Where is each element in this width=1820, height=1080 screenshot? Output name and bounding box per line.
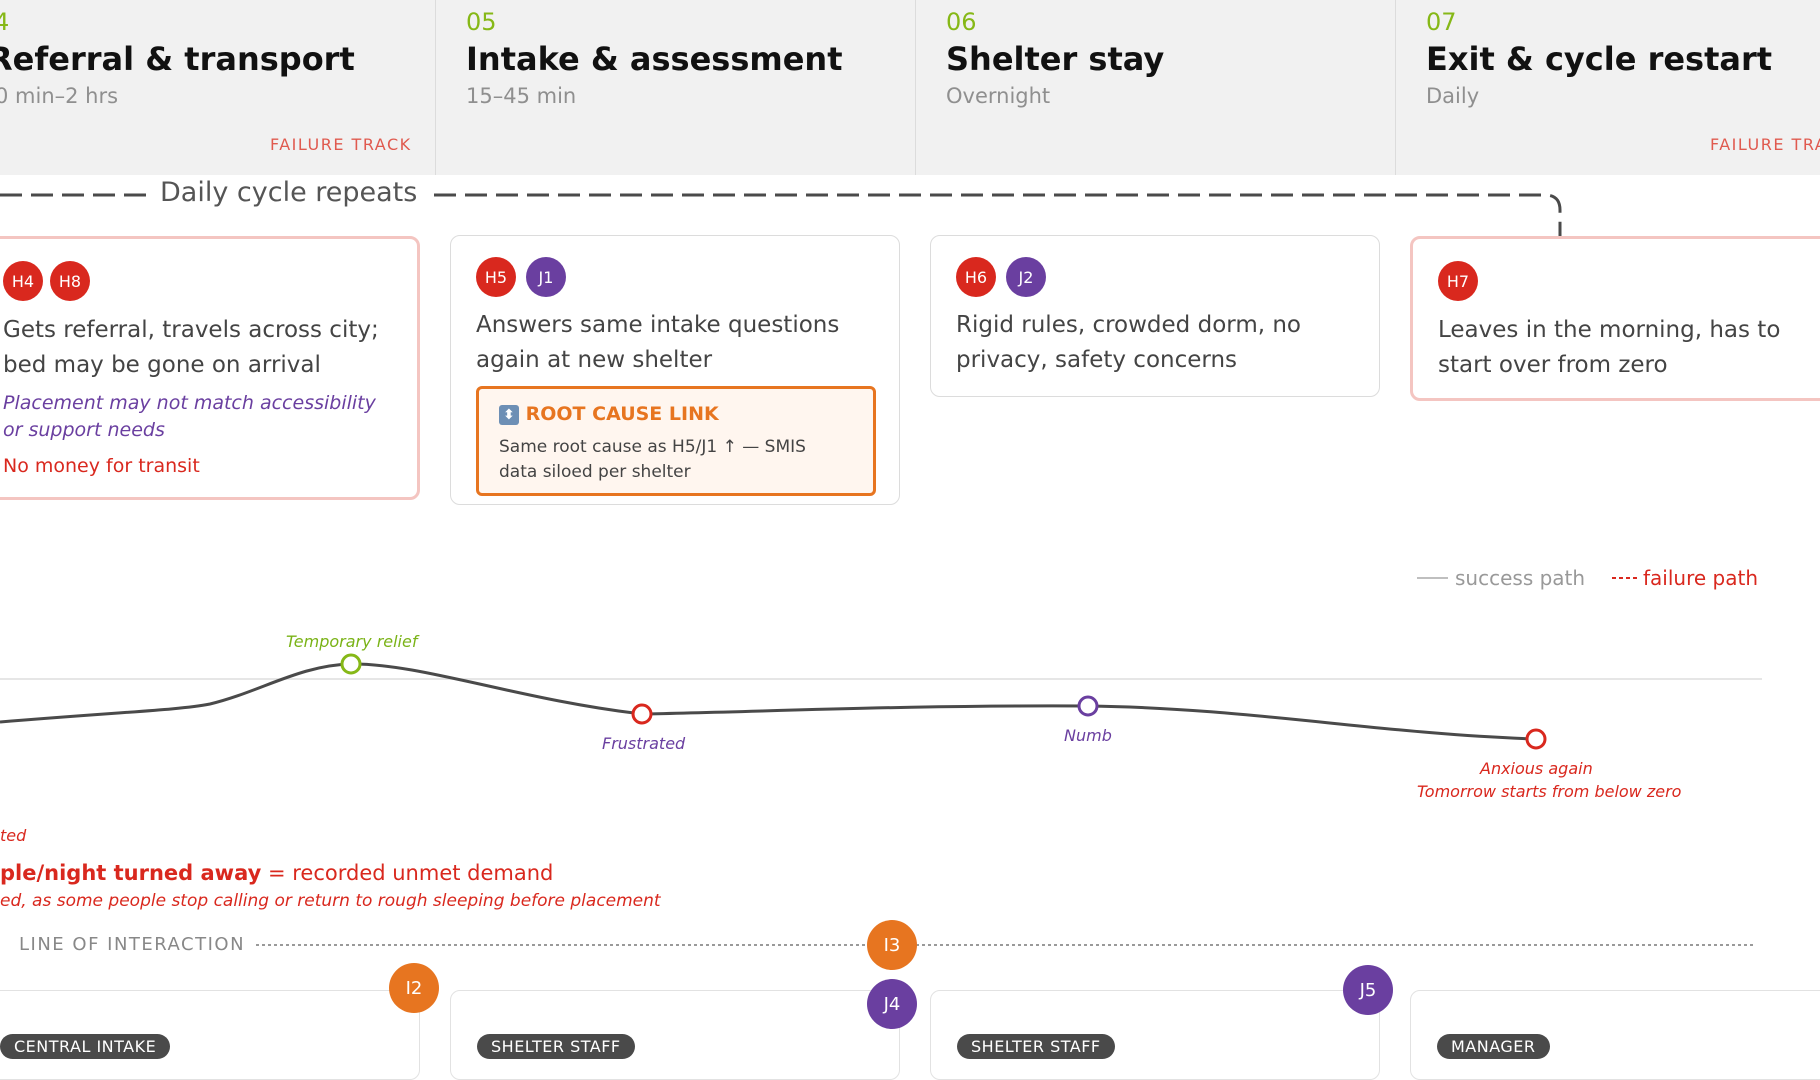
badge-hypothesis: H4 bbox=[3, 261, 43, 301]
cycle-repeats-label: Daily cycle repeats bbox=[152, 177, 426, 208]
badge-journey: J1 bbox=[526, 257, 566, 297]
root-cause-text: Same root cause as H5/J1 ↑ — SMIS data s… bbox=[499, 437, 806, 482]
legend-success-label: success path bbox=[1455, 566, 1586, 590]
column-divider bbox=[1395, 0, 1396, 175]
emotion-sublabel-anxious: Tomorrow starts from below zero bbox=[1417, 782, 1682, 801]
emotion-point-relief bbox=[340, 653, 362, 675]
emotion-label-anxious: Anxious again bbox=[1480, 759, 1593, 778]
column-divider bbox=[435, 0, 436, 175]
stage-title: Referral & transport bbox=[0, 40, 355, 78]
card-description: Gets referral, travels across city; bed … bbox=[3, 317, 379, 378]
card-description: Rigid rules, crowded dorm, no privacy, s… bbox=[956, 312, 1301, 373]
stage-card-referral: H4 H8 Gets referral, travels across city… bbox=[0, 236, 420, 500]
touchpoint-badge: J5 bbox=[1343, 965, 1393, 1015]
role-pill: MANAGER bbox=[1437, 1034, 1550, 1059]
badge-hypothesis: H6 bbox=[956, 257, 996, 297]
emotion-label-frustrated: Frustrated bbox=[602, 734, 686, 753]
role-pill: CENTRAL INTAKE bbox=[0, 1034, 171, 1059]
stage-card-exit: H7 Leaves in the morning, has to start o… bbox=[1410, 236, 1820, 401]
stage-title: Exit & cycle restart bbox=[1426, 40, 1773, 78]
stage-title: Shelter stay bbox=[946, 40, 1165, 78]
stage-header-band bbox=[0, 0, 1820, 175]
emotion-curve bbox=[0, 653, 1762, 750]
stage-duration: 15–45 min bbox=[466, 84, 577, 108]
emotion-point-anxious bbox=[1525, 728, 1547, 750]
emotion-line bbox=[0, 662, 1537, 741]
stage-number: 05 bbox=[466, 8, 497, 36]
stage-duration: Daily bbox=[1426, 84, 1480, 108]
emotion-label-relief: Temporary relief bbox=[286, 632, 418, 651]
line-of-interaction bbox=[256, 944, 1755, 946]
badge-journey: J2 bbox=[1006, 257, 1046, 297]
cycle-loop-line bbox=[0, 193, 1562, 238]
emotion-point-frustrated bbox=[631, 703, 653, 725]
badge-hypothesis: H5 bbox=[476, 257, 516, 297]
root-cause-box: ⬍ ROOT CAUSE LINK Same root cause as H5/… bbox=[476, 386, 876, 496]
stage-duration: 0 min–2 hrs bbox=[0, 84, 119, 108]
unmet-demand-subnote: ed, as some people stop calling or retur… bbox=[0, 891, 661, 911]
root-cause-title-text: ROOT CAUSE LINK bbox=[525, 403, 719, 425]
stage-card-intake: H5 J1 Answers same intake questions agai… bbox=[450, 235, 900, 505]
unmet-demand-bold: ple/night turned away bbox=[0, 861, 262, 885]
touchpoint-badge: I2 bbox=[389, 963, 439, 1013]
badge-hypothesis: H7 bbox=[1438, 261, 1478, 301]
stage-number: 07 bbox=[1426, 8, 1457, 36]
card-note-accessibility: Placement may not match accessibility or… bbox=[3, 392, 376, 441]
success-path-swatch bbox=[1417, 577, 1448, 579]
unmet-demand-rest: = recorded unmet demand bbox=[261, 861, 554, 885]
card-description: Leaves in the morning, has to start over… bbox=[1438, 317, 1781, 378]
failure-path-swatch bbox=[1612, 577, 1638, 579]
role-pill: SHELTER STAFF bbox=[477, 1034, 635, 1059]
card-note-money: No money for transit bbox=[3, 455, 200, 477]
stage-card-shelter-stay: H6 J2 Rigid rules, crowded dorm, no priv… bbox=[930, 235, 1380, 397]
emotion-label-numb: Numb bbox=[1064, 726, 1112, 745]
stage-number: 06 bbox=[946, 8, 977, 36]
emotion-label-cutoff: ted bbox=[0, 826, 27, 845]
root-cause-title: ⬍ ROOT CAUSE LINK bbox=[499, 403, 719, 425]
badge-hypothesis: H8 bbox=[50, 261, 90, 301]
failure-track-label: FAILURE TRACK bbox=[270, 135, 412, 154]
touchpoint-badge: J4 bbox=[867, 979, 917, 1029]
stage-duration: Overnight bbox=[946, 84, 1051, 108]
unmet-demand-note: ple/night turned away = recorded unmet d… bbox=[0, 861, 553, 885]
legend-failure-label: failure path bbox=[1643, 566, 1758, 590]
touchpoint-badge: I3 bbox=[867, 920, 917, 970]
role-pill: SHELTER STAFF bbox=[957, 1034, 1115, 1059]
emotion-point-numb bbox=[1077, 695, 1099, 717]
stage-number: 4 bbox=[0, 8, 10, 36]
stage-title: Intake & assessment bbox=[466, 40, 843, 78]
card-description: Answers same intake questions again at n… bbox=[476, 312, 840, 373]
column-divider bbox=[915, 0, 916, 175]
line-of-interaction-label: LINE OF INTERACTION bbox=[19, 934, 246, 955]
up-down-arrow-icon: ⬍ bbox=[499, 404, 519, 425]
failure-track-label: FAILURE TRA bbox=[1710, 135, 1820, 154]
